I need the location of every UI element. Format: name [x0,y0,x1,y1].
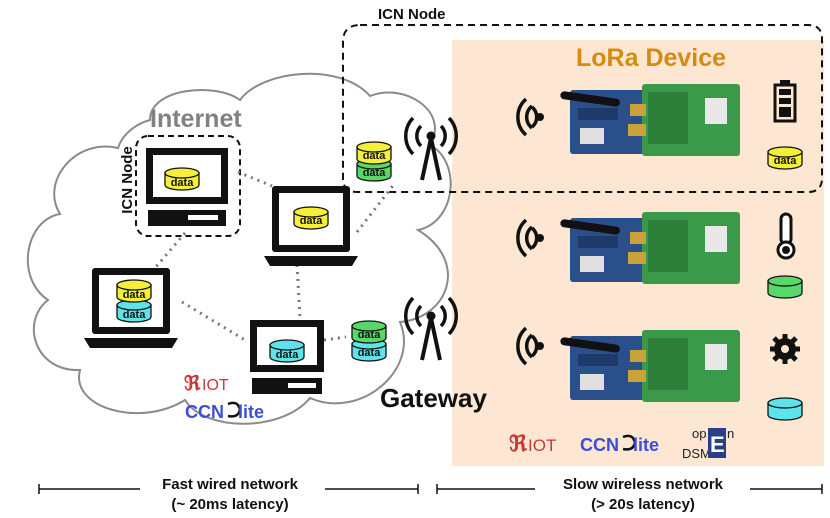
svg-text:IOT: IOT [202,377,229,394]
lora-board [559,84,740,156]
svg-text:n: n [727,426,734,441]
svg-text:lite: lite [633,435,659,455]
icn-node-box-left [135,135,241,237]
slow-network-bracket [436,484,823,494]
data-label: data [123,289,147,301]
gear-icon [770,334,800,364]
gateway-label: Gateway [380,383,487,413]
data-label: data [774,155,798,167]
svg-text:CCN: CCN [185,402,224,422]
thermometer-icon [776,212,796,260]
riot-logo: ℜ IOT [509,431,556,456]
internet-title: Internet [150,105,242,133]
lora-board [559,212,740,284]
data-label: data [363,150,387,162]
data-label: data [358,329,382,341]
data-label: data [363,167,387,179]
ccn-lite-logo: CCN lite [580,434,659,455]
icn-node-label-left: ICN Node [119,146,136,214]
ccn-lite-logo: CCN lite [185,401,264,422]
svg-text:IOT: IOT [528,436,556,455]
riot-logo: ℜ IOT [184,373,229,395]
fast-network-label: Fast wired network [162,476,299,493]
data-cylinder [767,275,803,299]
data-cylinder [767,397,803,421]
data-label: data [123,309,147,321]
svg-text:op: op [692,426,706,441]
data-label: data [358,347,382,359]
battery-icon [773,80,797,123]
svg-text:ℜ: ℜ [184,373,201,395]
icn-node-box-top [342,24,823,193]
svg-text:DSM: DSM [682,446,711,461]
slow-network-label: Slow wireless network [563,476,724,493]
svg-text:E: E [710,432,725,457]
lora-title: LoRa Device [576,44,726,72]
data-label: data [276,349,300,361]
data-label: data [300,215,324,227]
fast-network-latency: (~ 20ms latency) [171,496,288,513]
icn-node-label-top: ICN Node [378,6,446,23]
opendsme-logo: op DSM E n [682,426,734,461]
network-links [153,170,397,342]
svg-text:lite: lite [238,402,264,422]
fast-network-bracket [38,484,419,494]
data-label: data [171,177,195,189]
lora-board [559,330,740,402]
svg-text:CCN: CCN [580,435,619,455]
svg-text:ℜ: ℜ [509,431,528,456]
slow-network-latency: (> 20s latency) [591,496,695,513]
